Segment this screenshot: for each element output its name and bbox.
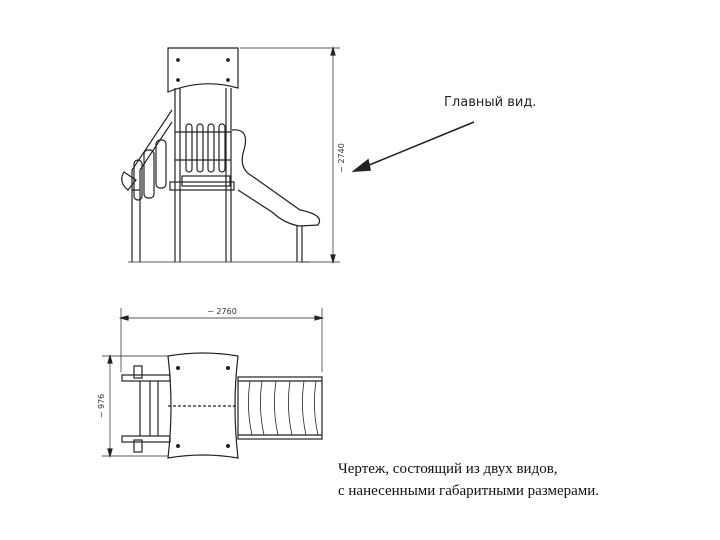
caption-line-1: Чертеж, состоящий из двух видов, [338,461,558,477]
front-view [121,45,340,265]
slide-top [237,376,323,440]
pointer-arrow [351,121,475,172]
top-view [102,308,325,459]
width-dimension: ~ 976 [97,394,106,419]
roof-panel [167,47,239,93]
platform [169,181,235,191]
main-view-label: Главный вид. [444,95,537,110]
height-dimension: ~ 2740 [337,143,346,173]
length-dimension: ~ 2760 [207,307,237,316]
caption-line-2: с нанесенными габаритными размерами. [338,483,600,499]
ladder [131,109,173,262]
slide [231,129,321,227]
caption: Чертеж, состоящий из двух видов, с нанес… [338,458,599,502]
